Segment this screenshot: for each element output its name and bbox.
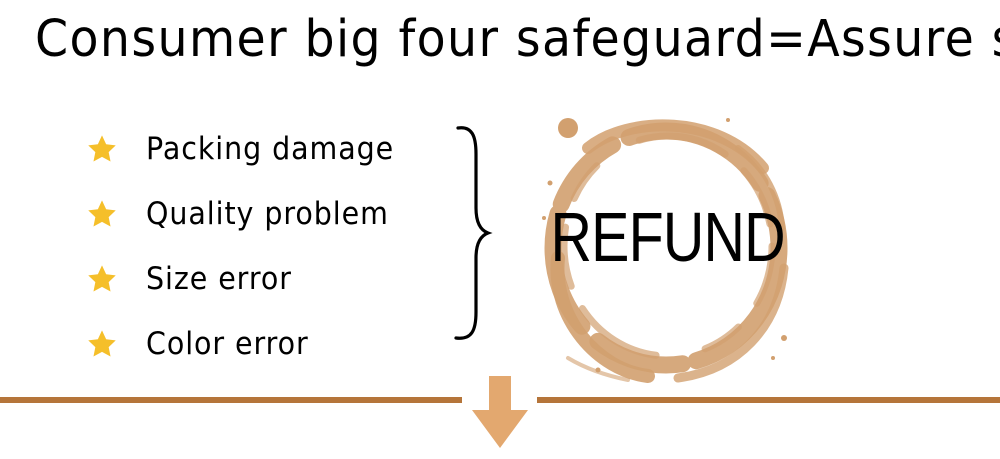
list-item: Color error bbox=[86, 311, 416, 376]
right-curly-brace-icon bbox=[454, 126, 493, 340]
list-item-label: Color error bbox=[146, 325, 309, 362]
list-item-label: Size error bbox=[146, 260, 292, 297]
divider-left bbox=[0, 397, 462, 403]
list-item: Packing damage bbox=[86, 116, 416, 181]
down-arrow-icon bbox=[472, 376, 528, 448]
list-item-label: Packing damage bbox=[146, 130, 395, 167]
list-item: Quality problem bbox=[86, 181, 416, 246]
refund-label: REFUND bbox=[550, 198, 786, 276]
refund-stamp bbox=[542, 118, 789, 383]
star-icon bbox=[88, 134, 116, 162]
star-icon bbox=[88, 264, 116, 292]
star-icon bbox=[88, 199, 116, 227]
list-item: Size error bbox=[86, 246, 416, 311]
star-icon bbox=[88, 329, 116, 357]
page-title: Consumer big four safeguard=Assure shopp… bbox=[35, 10, 1000, 69]
divider-right bbox=[537, 397, 1000, 403]
guarantee-list: Packing damage Quality problem Size erro… bbox=[86, 116, 416, 376]
list-item-label: Quality problem bbox=[146, 195, 389, 232]
